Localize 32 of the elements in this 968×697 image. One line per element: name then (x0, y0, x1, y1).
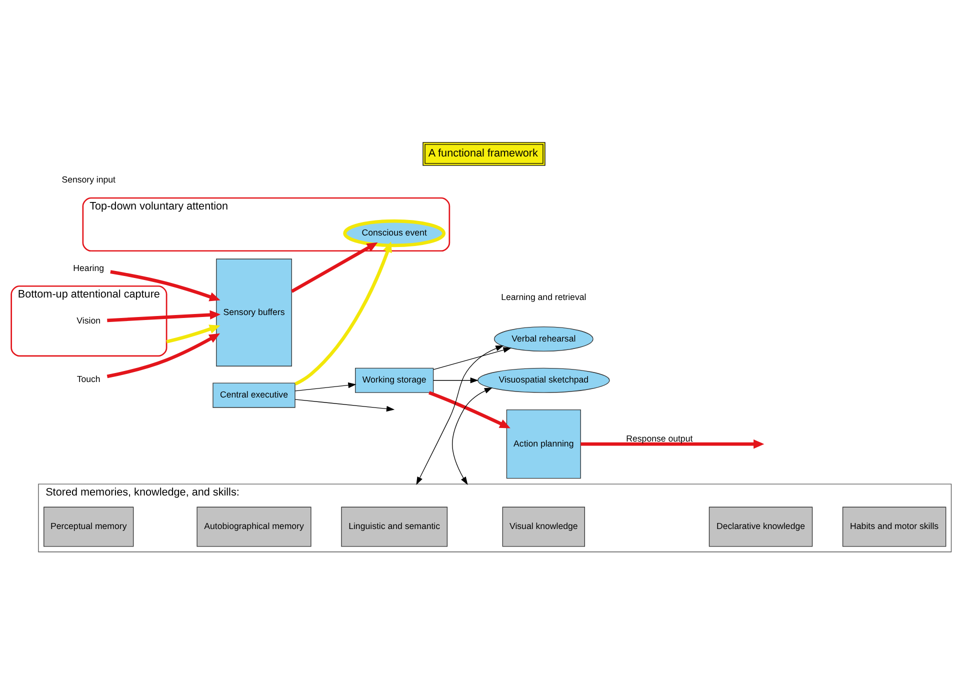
arrow (290, 242, 378, 293)
node-box: Central executive (212, 382, 296, 408)
arrow (580, 439, 764, 449)
edge-label: Response output (626, 434, 693, 444)
arrow (433, 378, 478, 384)
arrow (433, 347, 512, 370)
arrow (106, 333, 220, 378)
arrow (294, 242, 392, 386)
label: Sensory input (62, 174, 116, 185)
node-box: Working storage (355, 368, 434, 393)
node-box: Habits and motor skills (842, 506, 946, 547)
arrow (107, 310, 221, 322)
arrow (294, 399, 395, 412)
node-ellipse: Conscious event (343, 219, 446, 248)
diagram-title: A functional framework (428, 148, 538, 160)
node-box: Autobiographical memory (196, 506, 312, 547)
node-box: Action planning (506, 410, 581, 479)
arrow (294, 382, 356, 392)
arrow (166, 324, 220, 344)
node-text: Touch (76, 374, 100, 384)
arrow (110, 270, 220, 302)
node-text: Hearing (73, 262, 104, 273)
node-box: Visual knowledge (502, 506, 585, 547)
arrow (416, 346, 504, 485)
node-box: Sensory buffers (216, 258, 292, 366)
node-box: Perceptual memory (44, 506, 134, 547)
arrow (452, 388, 493, 485)
node-text: Vision (76, 316, 101, 326)
node-box: Declarative knowledge (708, 506, 813, 547)
label: Learning and retrieval (501, 292, 586, 302)
node-box: Linguistic and semantic (341, 506, 448, 547)
arrow (428, 391, 510, 428)
